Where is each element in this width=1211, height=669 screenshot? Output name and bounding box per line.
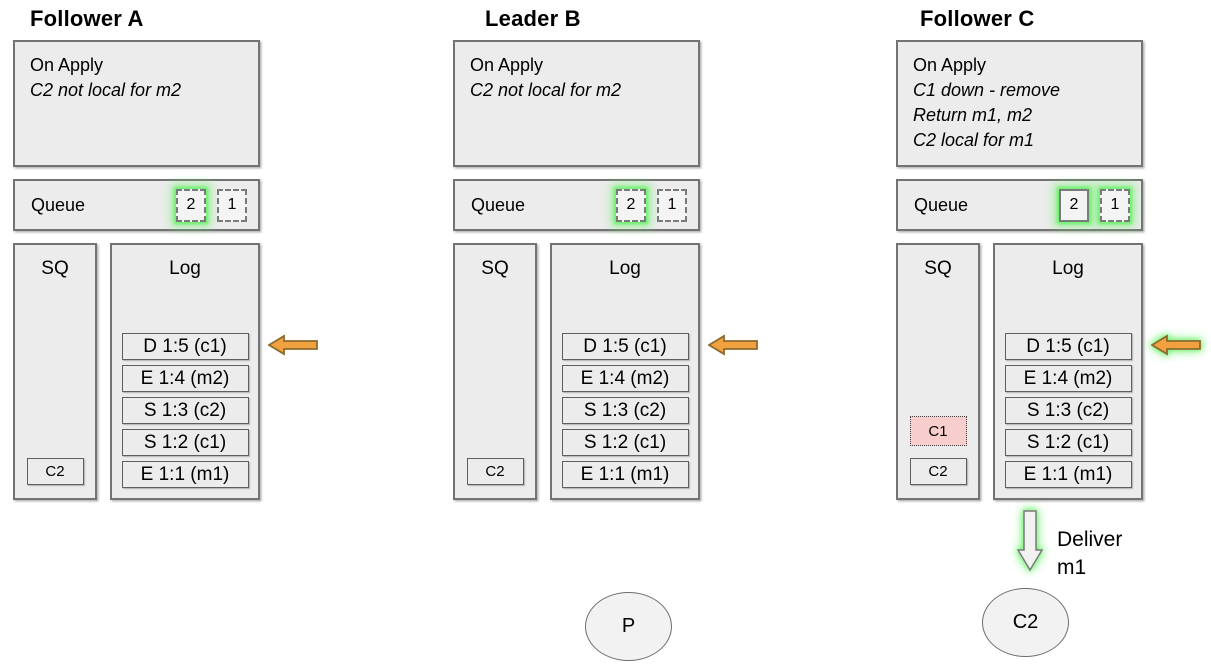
queue-slots: 2 1: [616, 188, 687, 222]
queue-label: Queue: [31, 194, 86, 215]
down-arrow-icon: [1016, 510, 1044, 572]
log-entry: E 1:1 (m1): [121, 461, 249, 488]
on-apply-label: On Apply: [30, 55, 104, 75]
queue-slots: 2 1: [1059, 188, 1130, 222]
sq-box: SQ C1 C2: [896, 243, 980, 500]
log-label: Log: [609, 258, 641, 279]
sq-item-c2: C2: [466, 458, 524, 485]
client-ellipse-c2: C2: [982, 588, 1069, 657]
sq-box: SQ C2: [13, 243, 97, 500]
on-apply-box: On Apply C1 down - remove Return m1, m2 …: [896, 40, 1143, 167]
queue-slot-1: 1: [217, 188, 247, 222]
log-entry: E 1:1 (m1): [1004, 461, 1132, 488]
queue-slot-2: 2: [616, 188, 646, 222]
queue-label: Queue: [471, 194, 526, 215]
queue-label: Queue: [914, 194, 969, 215]
log-box: Log D 1:5 (c1) E 1:4 (m2) S 1:3 (c2) S 1…: [110, 243, 260, 500]
node-follower-c: Follower C On Apply C1 down - remove Ret…: [896, 0, 1201, 669]
deliver-label-line: Deliver: [1057, 528, 1123, 551]
sq-items: C2: [455, 458, 535, 485]
on-apply-box: On Apply C2 not local for m2: [13, 40, 260, 167]
log-entry: S 1:3 (c2): [561, 397, 689, 424]
log-entry: S 1:3 (c2): [1004, 397, 1132, 424]
on-apply-box: On Apply C2 not local for m2: [453, 40, 700, 167]
log-entries: D 1:5 (c1) E 1:4 (m2) S 1:3 (c2) S 1:2 (…: [112, 333, 258, 488]
sq-item-c2: C2: [26, 458, 84, 485]
node-title: Follower C: [920, 6, 1035, 31]
process-ellipse-p: P: [585, 592, 672, 661]
on-apply-note: C2 not local for m2: [30, 80, 182, 100]
queue-slots: 2 1: [176, 188, 247, 222]
log-label: Log: [169, 258, 201, 279]
queue-slot-1: 1: [657, 188, 687, 222]
log-entry: E 1:4 (m2): [121, 365, 249, 392]
on-apply-note: C2 not local for m2: [470, 80, 622, 100]
sq-items: C2: [15, 458, 95, 485]
sq-item-c1: C1: [909, 416, 967, 446]
on-apply-label: On Apply: [913, 55, 987, 75]
log-entry: D 1:5 (c1): [561, 333, 689, 360]
queue-slot-2: 2: [1059, 188, 1089, 222]
sq-label: SQ: [924, 258, 952, 279]
on-apply-label: On Apply: [470, 55, 544, 75]
on-apply-note: Return m1, m2: [913, 105, 1033, 125]
sq-items: C1 C2: [898, 416, 978, 485]
node-follower-a: Follower A On Apply C2 not local for m2 …: [13, 0, 318, 669]
on-apply-note: C1 down - remove: [913, 80, 1061, 100]
node-title: Leader B: [485, 6, 581, 31]
log-entry: S 1:2 (c1): [1004, 429, 1132, 456]
deliver-label: Deliver m1: [1057, 526, 1122, 582]
log-entries: D 1:5 (c1) E 1:4 (m2) S 1:3 (c2) S 1:2 (…: [552, 333, 698, 488]
log-entry: E 1:4 (m2): [561, 365, 689, 392]
log-entry: D 1:5 (c1): [1004, 333, 1132, 360]
queue-box: Queue 2 1: [896, 179, 1143, 231]
log-box: Log D 1:5 (c1) E 1:4 (m2) S 1:3 (c2) S 1…: [550, 243, 700, 500]
left-arrow-icon: [1150, 334, 1201, 356]
left-arrow-icon: [267, 334, 318, 356]
queue-box: Queue 2 1: [13, 179, 260, 231]
node-title: Follower A: [30, 6, 144, 31]
deliver-label-line: m1: [1057, 556, 1087, 579]
on-apply-note: C2 local for m1: [913, 130, 1035, 150]
log-entry: D 1:5 (c1): [121, 333, 249, 360]
sq-label: SQ: [41, 258, 69, 279]
log-entry: S 1:2 (c1): [561, 429, 689, 456]
log-entry: S 1:2 (c1): [121, 429, 249, 456]
log-entry: S 1:3 (c2): [121, 397, 249, 424]
log-entry: E 1:1 (m1): [561, 461, 689, 488]
sq-box: SQ C2: [453, 243, 537, 500]
queue-slot-2: 2: [176, 188, 206, 222]
queue-box: Queue 2 1: [453, 179, 700, 231]
log-box: Log D 1:5 (c1) E 1:4 (m2) S 1:3 (c2) S 1…: [993, 243, 1143, 500]
log-entry: E 1:4 (m2): [1004, 365, 1132, 392]
sq-label: SQ: [481, 258, 509, 279]
log-entries: D 1:5 (c1) E 1:4 (m2) S 1:3 (c2) S 1:2 (…: [995, 333, 1141, 488]
left-arrow-icon: [707, 334, 758, 356]
queue-slot-1: 1: [1100, 188, 1130, 222]
sq-item-c2: C2: [909, 458, 967, 485]
log-label: Log: [1052, 258, 1084, 279]
node-leader-b: Leader B On Apply C2 not local for m2 Qu…: [453, 0, 758, 669]
